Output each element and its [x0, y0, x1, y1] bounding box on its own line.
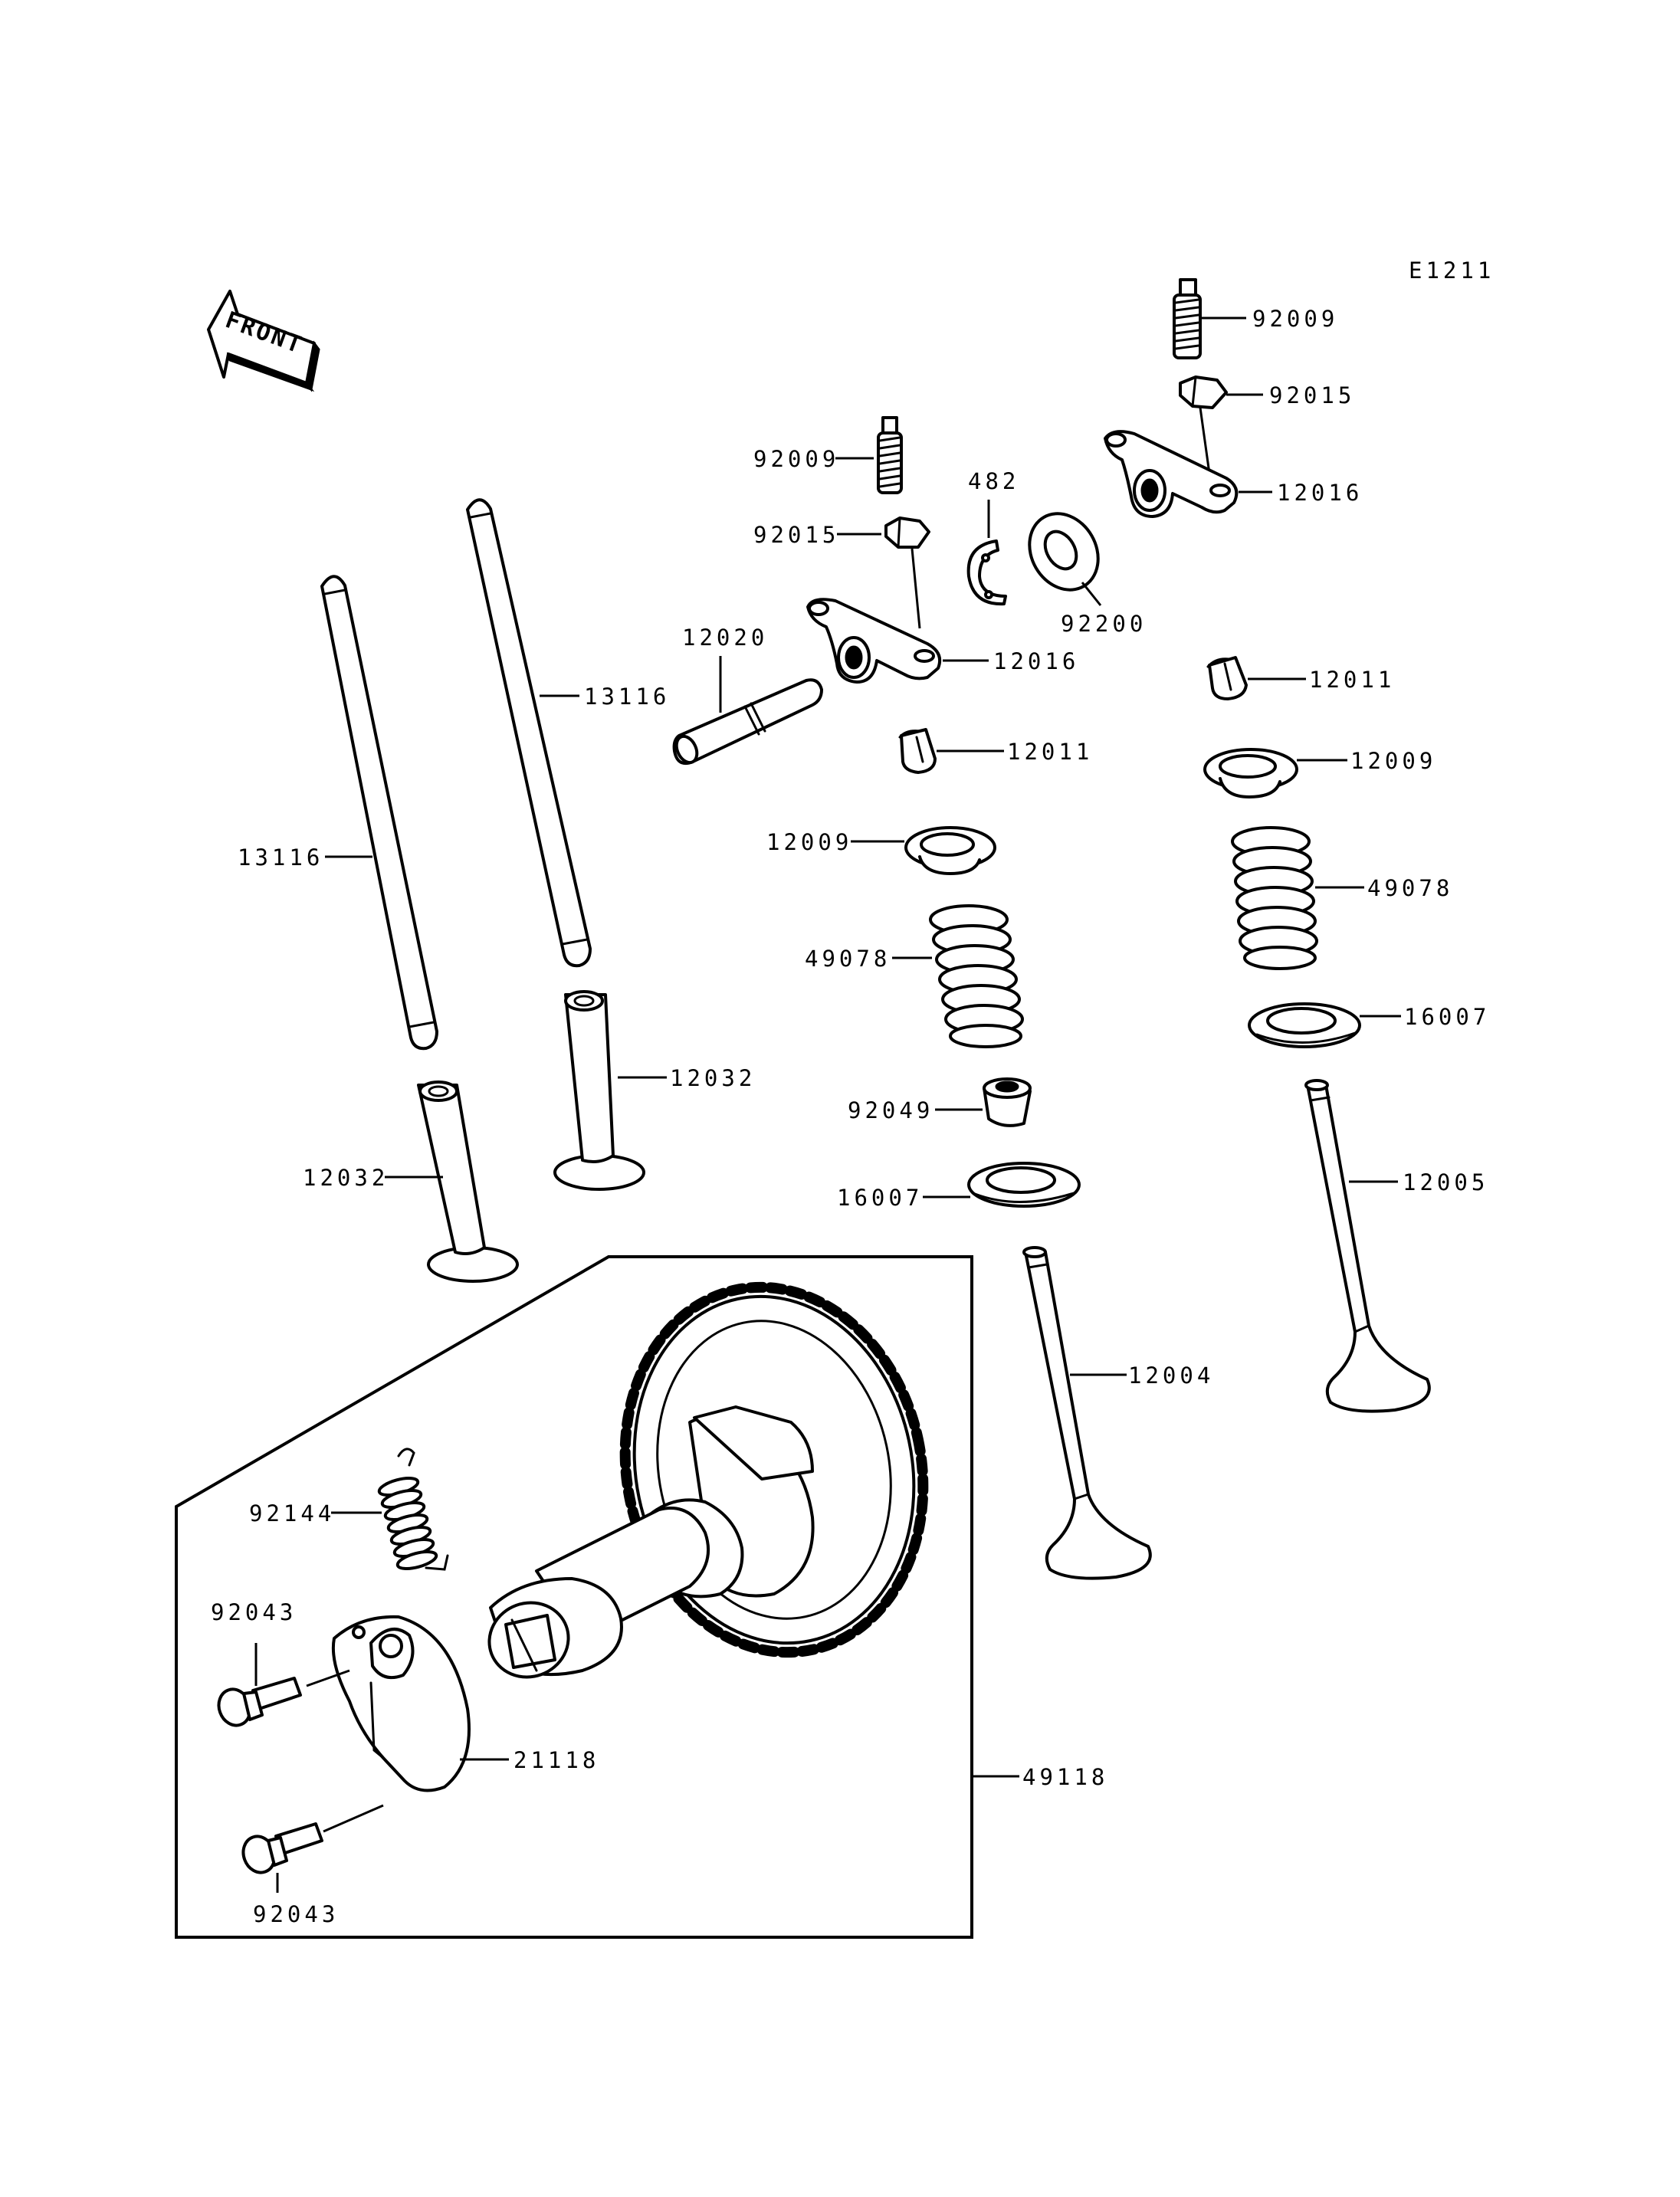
leader — [306, 1669, 350, 1687]
spring-seat-right — [1248, 1002, 1361, 1048]
label-92009-left: 92009 — [753, 446, 839, 472]
label-16007-left: 16007 — [837, 1185, 923, 1211]
front-arrow-icon: FRONT — [207, 290, 320, 392]
label-12005: 12005 — [1403, 1169, 1488, 1195]
tappet-left — [417, 1080, 519, 1283]
label-13116-left: 13116 — [238, 844, 323, 871]
label-12032-right: 12032 — [670, 1065, 756, 1091]
leader — [323, 1804, 384, 1833]
tappet-right — [553, 990, 645, 1191]
leader — [1199, 407, 1211, 474]
spring-seat-left — [967, 1162, 1081, 1208]
leader — [911, 548, 921, 629]
collet-left — [898, 728, 937, 774]
valve-spring-right — [1231, 826, 1318, 970]
rocker-arm-left — [806, 598, 942, 684]
valve-spring-left — [929, 904, 1024, 1048]
label-49118: 49118 — [1022, 1764, 1108, 1790]
leader — [1081, 582, 1102, 606]
label-92144: 92144 — [249, 1500, 335, 1526]
retainer-right — [1203, 748, 1298, 798]
label-12020: 12020 — [682, 625, 768, 651]
collet-right — [1206, 656, 1248, 700]
label-49078-left: 49078 — [805, 946, 891, 972]
rocker-nut-left — [884, 516, 930, 549]
intake-valve — [1022, 1246, 1152, 1580]
rocker-shaft — [672, 678, 823, 766]
diagram-code: E1211 — [1409, 257, 1495, 284]
label-92043-top: 92043 — [211, 1599, 297, 1625]
label-92015-right: 92015 — [1269, 382, 1355, 408]
label-482: 482 — [968, 468, 1019, 494]
label-92015-left: 92015 — [753, 522, 839, 548]
exhaust-valve — [1304, 1079, 1431, 1413]
label-92200: 92200 — [1061, 611, 1147, 637]
label-12016-left: 12016 — [993, 648, 1079, 674]
label-13116-right: 13116 — [584, 684, 670, 710]
rocker-stud-right — [1173, 278, 1202, 359]
rocker-arm-right — [1104, 430, 1239, 518]
label-92009-right: 92009 — [1252, 306, 1338, 332]
label-12004: 12004 — [1128, 1362, 1214, 1389]
label-12032-left: 12032 — [303, 1165, 389, 1191]
decomp-weight — [331, 1615, 471, 1792]
label-12011-right: 12011 — [1309, 667, 1395, 693]
decomp-spring — [377, 1448, 449, 1571]
stem-seal — [983, 1077, 1032, 1127]
camshaft-assembly-box — [175, 1255, 973, 1939]
label-92049: 92049 — [848, 1097, 934, 1123]
decomp-bolt-top — [217, 1677, 302, 1727]
pushrod-right — [466, 498, 592, 968]
pushrod-left — [320, 575, 438, 1051]
label-12009-right: 12009 — [1350, 748, 1436, 774]
camshaft — [487, 1405, 815, 1679]
rocker-nut-right — [1179, 375, 1228, 409]
label-16007-right: 16007 — [1404, 1004, 1490, 1030]
decomp-bolt-bottom — [241, 1822, 323, 1874]
rocker-stud-left — [877, 416, 903, 494]
label-12009-left: 12009 — [766, 829, 852, 855]
circlip — [966, 539, 1007, 606]
label-21118: 21118 — [514, 1747, 599, 1773]
label-92043-bottom: 92043 — [253, 1901, 339, 1927]
washer — [1028, 512, 1100, 592]
retainer-left — [904, 826, 996, 875]
label-12011-left: 12011 — [1007, 739, 1093, 765]
label-49078-right: 49078 — [1367, 875, 1453, 901]
label-12016-right: 12016 — [1277, 480, 1363, 506]
